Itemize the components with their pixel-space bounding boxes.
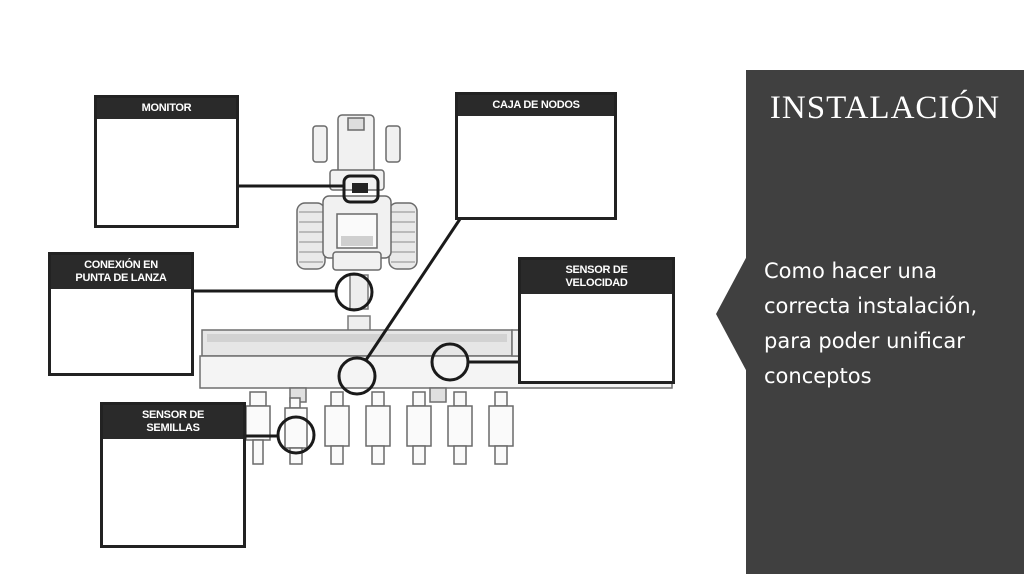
callout-caja-label: CAJA DE NODOS	[458, 95, 614, 116]
text-panel	[746, 70, 1024, 574]
tractor	[296, 114, 418, 271]
panel-pointer	[716, 256, 747, 372]
callout-semillas-label: SENSOR DE SEMILLAS	[103, 405, 243, 439]
callout-caja-de-nodos: CAJA DE NODOS	[455, 92, 617, 220]
callout-conexion-label: CONEXIÓN EN PUNTA DE LANZA	[51, 255, 191, 289]
callout-sensor-velocidad: SENSOR DE VELOCIDAD	[518, 257, 675, 384]
slide-title: INSTALACIÓN	[769, 90, 1001, 126]
callout-sensor-semillas: SENSOR DE SEMILLAS	[100, 402, 246, 548]
slide-body-text: Como hacer una correcta instalación, par…	[764, 259, 978, 388]
callout-monitor-label: MONITOR	[97, 98, 236, 119]
callout-monitor: MONITOR	[94, 95, 239, 228]
leader-lines	[192, 184, 520, 438]
row-units	[245, 391, 514, 465]
callout-conexion-punta-lanza: CONEXIÓN EN PUNTA DE LANZA	[48, 252, 194, 376]
callout-velocidad-label: SENSOR DE VELOCIDAD	[521, 260, 672, 294]
